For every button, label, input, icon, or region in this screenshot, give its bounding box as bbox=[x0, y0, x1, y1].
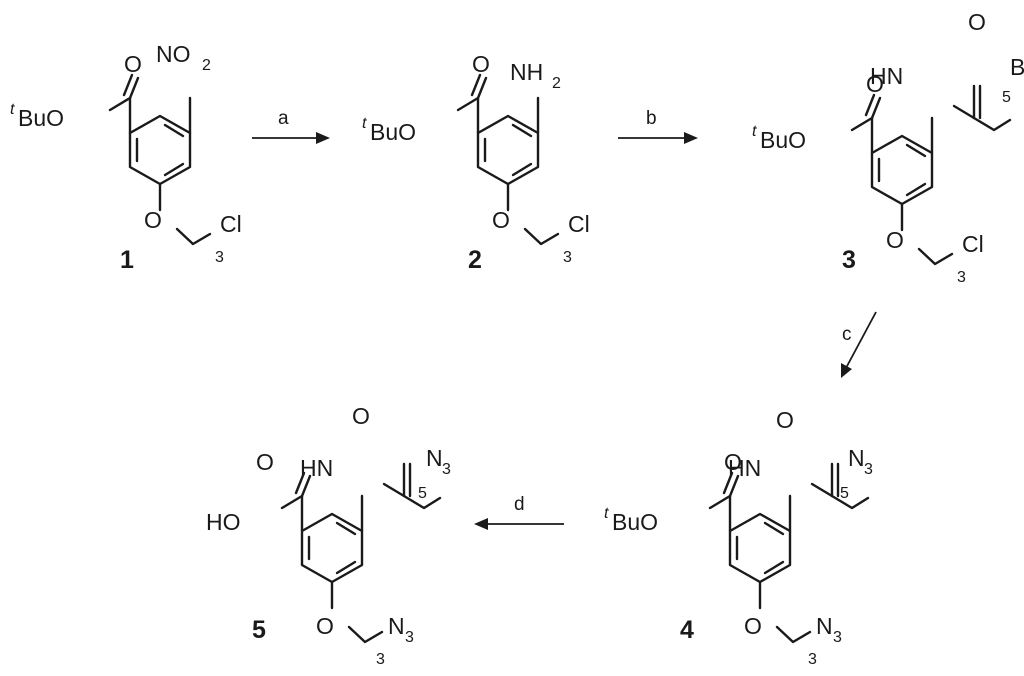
step-label-d: d bbox=[514, 494, 525, 515]
carbonyl-oxygen: O bbox=[124, 51, 142, 77]
ether-terminal: N bbox=[388, 613, 405, 639]
amide-nh: HN bbox=[870, 63, 903, 89]
ether-chain-count: 3 bbox=[563, 249, 572, 266]
compound-number: 2 bbox=[468, 246, 482, 274]
carbonyl-oxygen: O bbox=[724, 449, 742, 475]
compound-number: 1 bbox=[120, 246, 134, 274]
ether-chain-count: 3 bbox=[215, 249, 224, 266]
amide-nh: HN bbox=[300, 455, 333, 481]
arrow-step-d: d bbox=[474, 494, 564, 530]
ether-oxygen: O bbox=[144, 207, 162, 233]
ether-chain-count: 3 bbox=[957, 269, 966, 286]
ether-terminal: Cl bbox=[962, 231, 984, 257]
ether-oxygen: O bbox=[744, 613, 762, 639]
substituent-subscript: 2 bbox=[552, 75, 561, 92]
arrow-step-a: a bbox=[252, 108, 330, 144]
ester-label: BuO bbox=[18, 105, 64, 131]
amide-chain-terminal: N bbox=[848, 445, 865, 471]
amide-nh: HN bbox=[728, 455, 761, 481]
amide-chain-count: 5 bbox=[418, 485, 427, 502]
substituent-label: NO bbox=[156, 41, 191, 67]
amide-oxygen: O bbox=[968, 9, 986, 35]
ether-terminal-subscript: 3 bbox=[833, 629, 842, 646]
ether-chain-count: 3 bbox=[808, 651, 817, 668]
amide-chain-terminal-subscript: 3 bbox=[442, 461, 451, 478]
compound-number: 4 bbox=[680, 616, 694, 644]
step-label-a: a bbox=[278, 108, 289, 129]
compound-number: 3 bbox=[842, 246, 856, 274]
amide-chain-count: 5 bbox=[1002, 89, 1011, 106]
compound-1: O t BuO NO 2 O 3 Cl 1 bbox=[10, 41, 242, 274]
acid-label: HO bbox=[206, 509, 241, 535]
compound-4: O t BuO HN O 5 N 3 O 3 N 3 4 bbox=[604, 407, 873, 668]
compound-number: 5 bbox=[252, 616, 266, 644]
ether-terminal: N bbox=[816, 613, 833, 639]
amide-oxygen: O bbox=[776, 407, 794, 433]
ether-terminal: Cl bbox=[220, 211, 242, 237]
tert-prefix: t bbox=[362, 115, 367, 132]
ether-oxygen: O bbox=[886, 227, 904, 253]
compound-2: O t BuO NH 2 O 3 Cl 2 bbox=[362, 51, 590, 274]
tert-prefix: t bbox=[752, 123, 757, 140]
arrow-step-c: c bbox=[841, 311, 877, 378]
substituent-label: NH bbox=[510, 59, 543, 85]
arrow-step-b: b bbox=[618, 108, 698, 144]
tert-prefix: t bbox=[10, 101, 15, 118]
step-label-c: c bbox=[842, 324, 852, 345]
carbonyl-oxygen: O bbox=[256, 449, 274, 475]
compound-5: O HO HN O 5 N 3 O 3 N 3 5 bbox=[206, 403, 451, 668]
amide-oxygen: O bbox=[352, 403, 370, 429]
ether-terminal-subscript: 3 bbox=[405, 629, 414, 646]
amide-chain-count: 5 bbox=[840, 485, 849, 502]
ester-label: BuO bbox=[760, 127, 806, 153]
ether-terminal: Cl bbox=[568, 211, 590, 237]
substituent-subscript: 2 bbox=[202, 57, 211, 74]
step-label-b: b bbox=[646, 108, 657, 129]
amide-chain-terminal: Br bbox=[1010, 54, 1024, 80]
carbonyl-oxygen: O bbox=[472, 51, 490, 77]
compound-3: O t BuO HN O 5 Br O 3 Cl 3 bbox=[752, 9, 1024, 286]
ether-chain-count: 3 bbox=[376, 651, 385, 668]
tert-prefix: t bbox=[604, 505, 609, 522]
amide-chain-terminal: N bbox=[426, 445, 443, 471]
ester-label: BuO bbox=[612, 509, 658, 535]
carbonyl-oxygen: O bbox=[866, 71, 884, 97]
amide-chain-terminal-subscript: 3 bbox=[864, 461, 873, 478]
ester-label: BuO bbox=[370, 119, 416, 145]
ether-oxygen: O bbox=[492, 207, 510, 233]
ether-oxygen: O bbox=[316, 613, 334, 639]
